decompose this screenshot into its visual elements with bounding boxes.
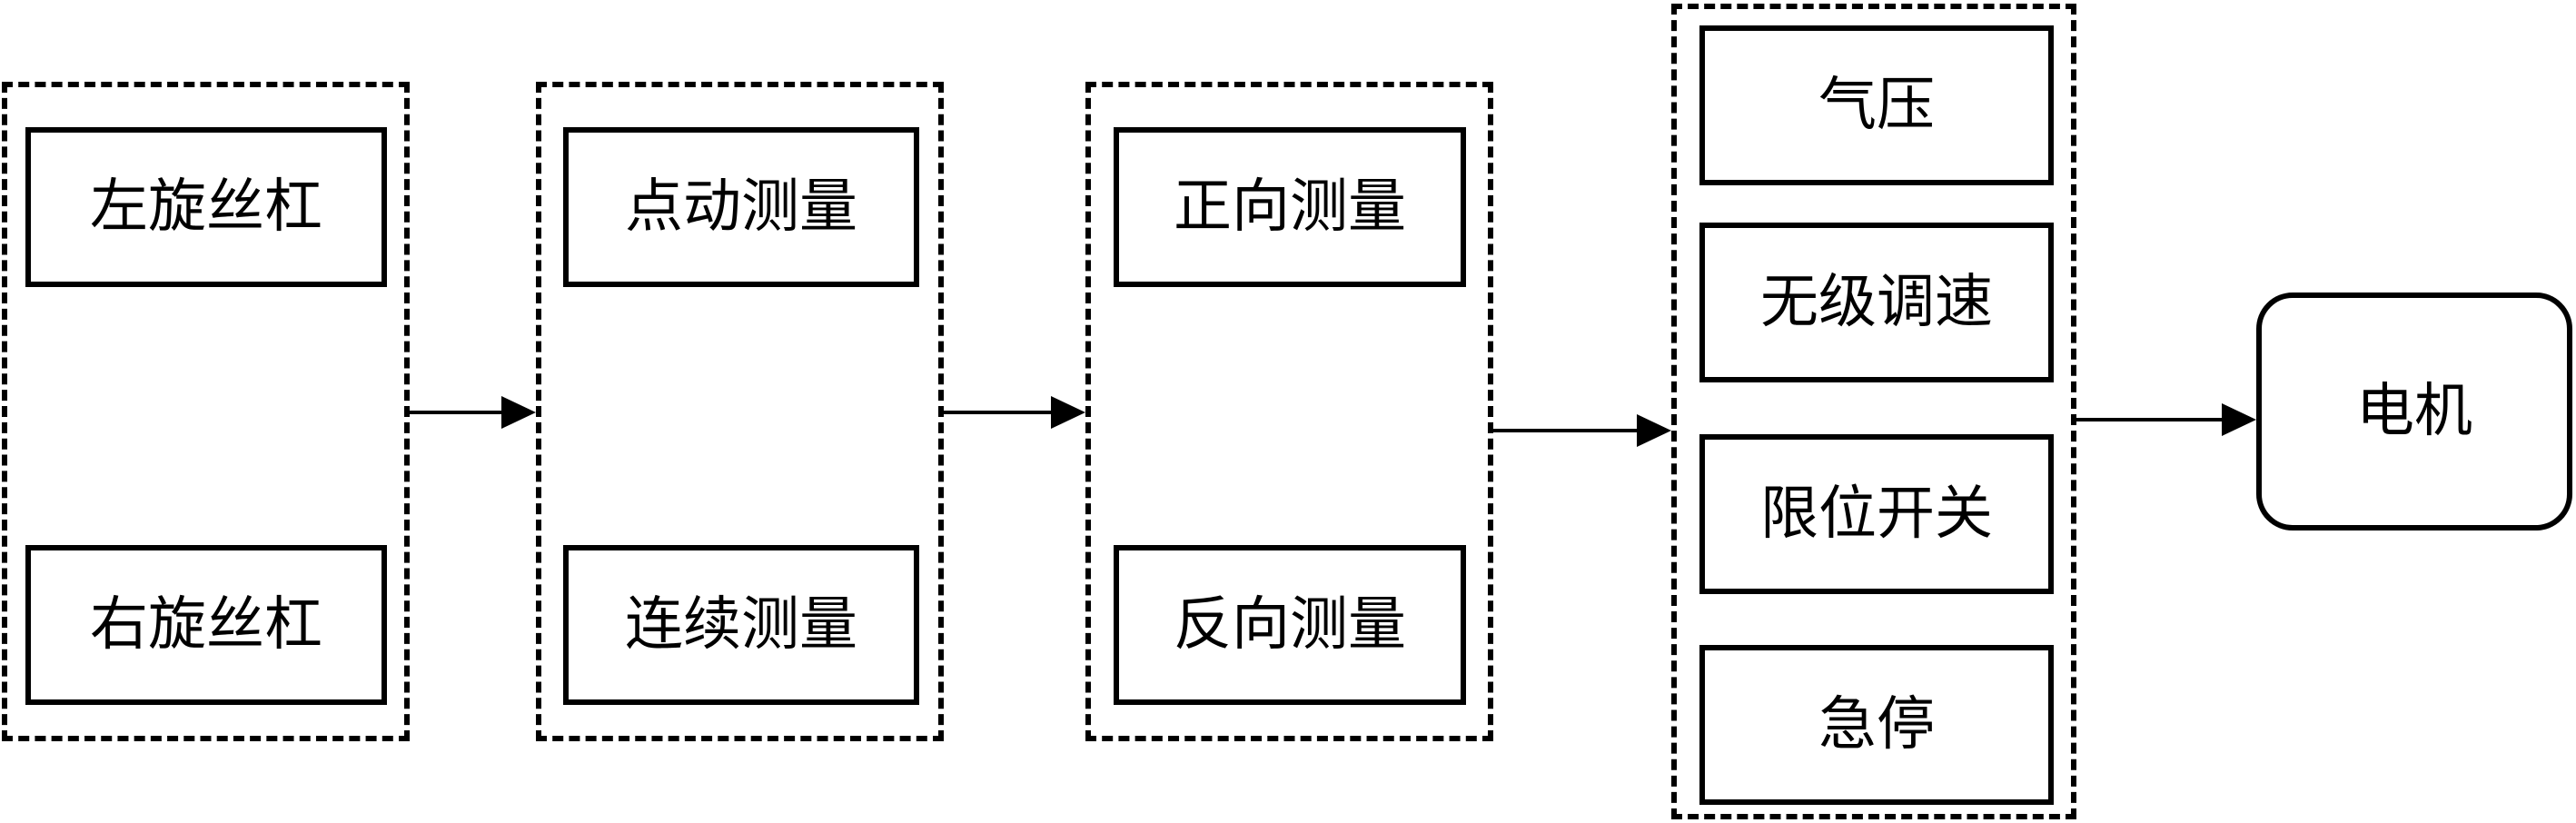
group-direction (1085, 82, 1493, 741)
group-screw (2, 82, 410, 741)
node-emergency-stop: 急停 (1699, 645, 2054, 805)
arrow-screw-to-measure-mode (410, 396, 536, 429)
node-reverse-measure: 反向测量 (1114, 545, 1466, 705)
node-air-pressure: 气压 (1699, 25, 2054, 185)
node-continuous-measure: 连续测量 (563, 545, 919, 705)
node-forward-measure: 正向测量 (1114, 127, 1466, 287)
arrow-direction-to-control (1493, 414, 1671, 447)
group-measure-mode (536, 82, 944, 741)
node-motor: 电机 (2256, 293, 2572, 530)
node-limit-switch: 限位开关 (1699, 434, 2054, 594)
arrow-measure-mode-to-direction (944, 396, 1085, 429)
node-left-screw: 左旋丝杠 (25, 127, 387, 287)
node-stepless-speed: 无级调速 (1699, 223, 2054, 382)
node-right-screw: 右旋丝杠 (25, 545, 387, 705)
arrow-control-to-motor (2076, 403, 2256, 436)
node-jog-measure: 点动测量 (563, 127, 919, 287)
group-control (1671, 4, 2076, 819)
